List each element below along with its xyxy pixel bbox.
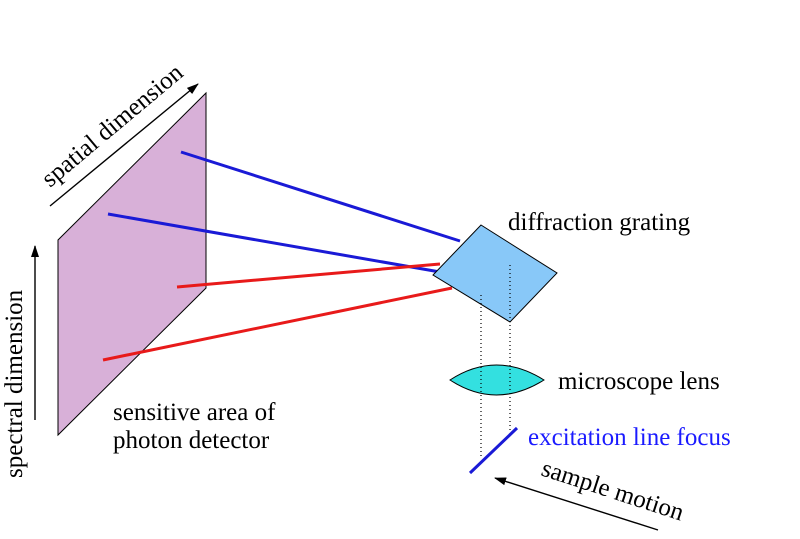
- spectral-dimension-label: spectral dimension: [1, 289, 28, 478]
- red-ray-upper: [176, 262, 441, 289]
- microscope-lens: [449, 364, 545, 396]
- sensitive-area-label-line1: sensitive area of: [113, 399, 276, 426]
- diffraction-grating-label: diffraction grating: [508, 209, 691, 236]
- microscope-lens-label: microscope lens: [558, 368, 720, 395]
- excitation-line-focus-label: excitation line focus: [528, 424, 731, 451]
- blue-ray-upper: [180, 150, 461, 243]
- photon-detector-plane: [57, 91, 207, 437]
- excitation-line-focus: [468, 426, 519, 475]
- sample-motion-arrow: [494, 477, 659, 531]
- blue-ray-lower: [107, 212, 441, 274]
- red-ray-lower: [102, 286, 453, 362]
- sensitive-area-label-line2: photon detector: [113, 427, 270, 454]
- spatial-dimension-arrow: [49, 83, 199, 207]
